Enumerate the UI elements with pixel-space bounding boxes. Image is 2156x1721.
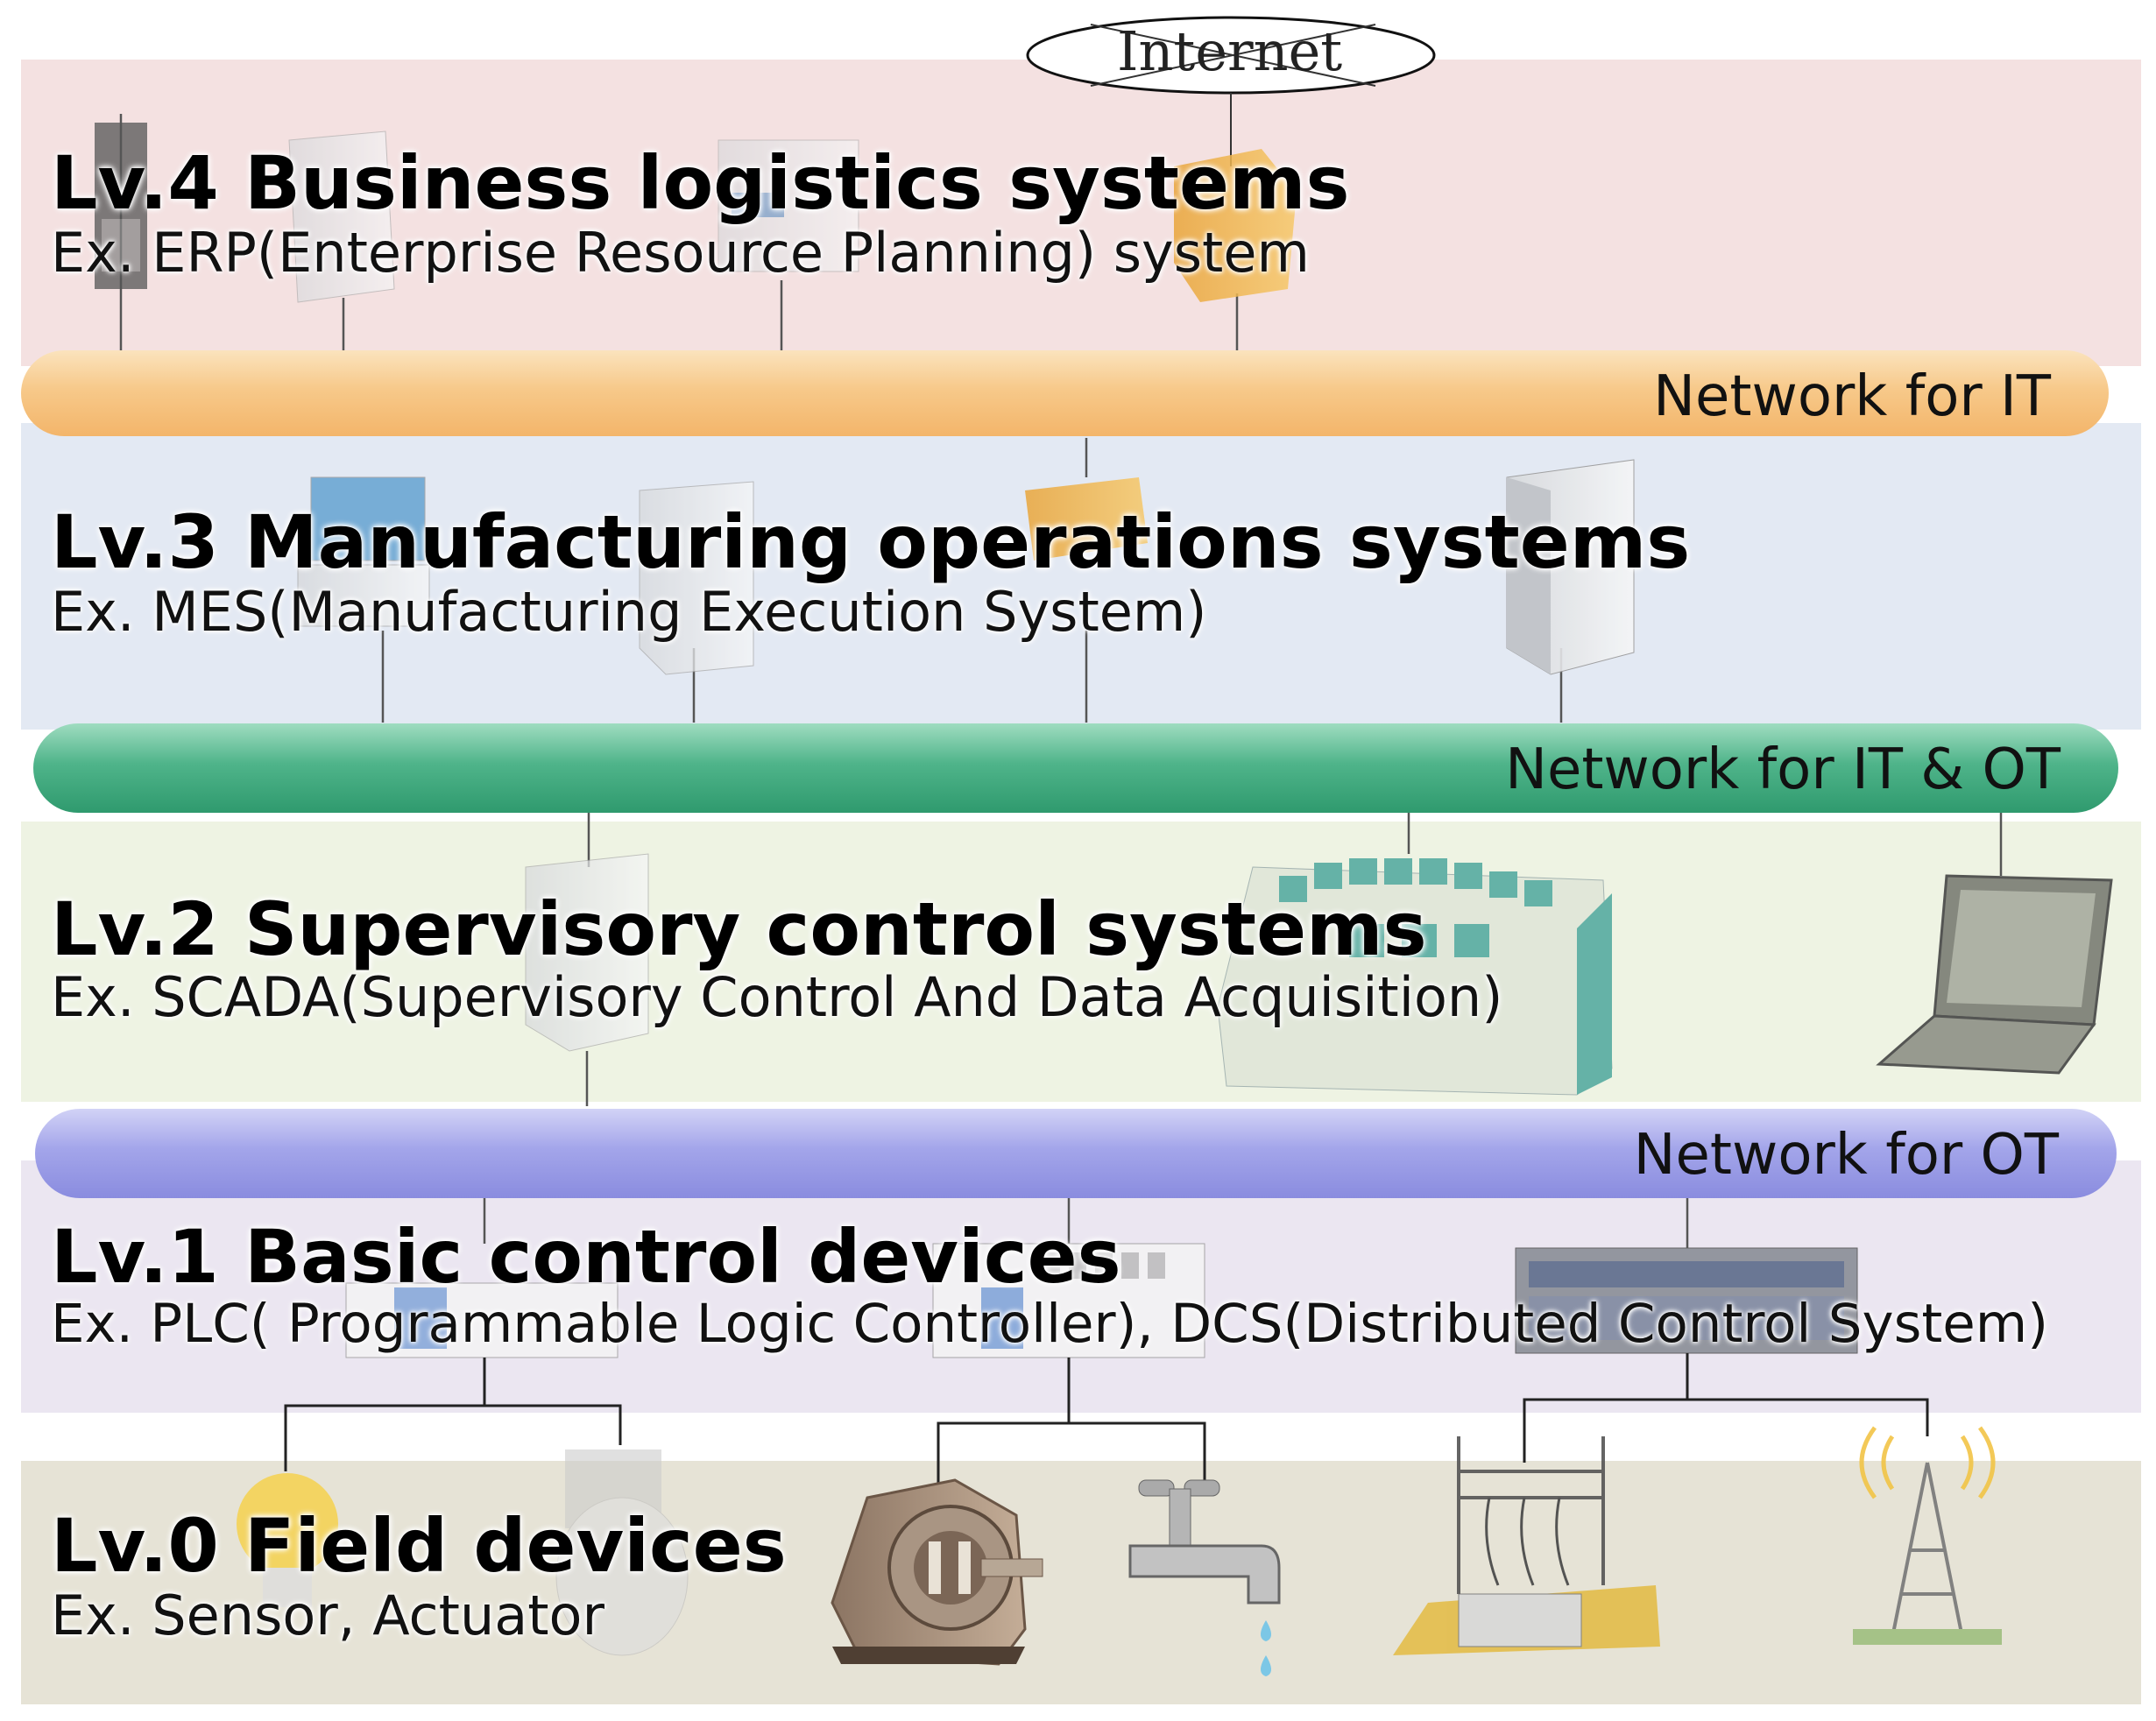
lv1-title: Lv.1 Basic control devices xyxy=(51,1214,1121,1300)
network-ot-pipe: Network for OT xyxy=(35,1109,2117,1198)
faucet-icon xyxy=(1128,1479,1281,1676)
antenna-tower-icon xyxy=(1853,1426,2002,1645)
lv2-control-panel-icon xyxy=(1217,858,1613,1096)
lv4-mainframe-icon xyxy=(717,139,859,272)
lv3-firewall-icon xyxy=(1025,477,1148,561)
lv2-server-icon xyxy=(525,853,649,1052)
internet-label: Internet xyxy=(1117,19,1343,83)
network-ot-label: Network for OT xyxy=(1633,1123,2059,1188)
lv4-title: Lv.4 Business logistics systems xyxy=(51,140,1350,226)
lv1-plc-icon xyxy=(345,1282,619,1358)
lv0-title: Lv.0 Field devices xyxy=(51,1503,787,1589)
lv2-example: Ex. SCADA(Supervisory Control And Data A… xyxy=(51,965,1503,1029)
network-it-ot-pipe: Network for IT & OT xyxy=(33,723,2118,813)
lv3-pc-icon xyxy=(297,476,430,627)
tank-icon xyxy=(555,1449,689,1656)
lv2-band xyxy=(21,822,2141,1102)
lv1-example: Ex. PLC( Programmable Logic Controller),… xyxy=(51,1293,2049,1355)
lv3-title: Lv.3 Manufacturing operations systems xyxy=(51,499,1691,585)
lv3-example: Ex. MES(Manufacturing Execution System) xyxy=(51,580,1207,644)
lv0-example: Ex. Sensor, Actuator xyxy=(51,1583,604,1647)
network-it-label: Network for IT xyxy=(1653,364,2051,429)
network-it-ot-label: Network for IT & OT xyxy=(1505,737,2061,802)
lv2-title: Lv.2 Supervisory control systems xyxy=(51,886,1427,972)
lv1-plc-icon xyxy=(932,1243,1205,1358)
lv0-band xyxy=(21,1461,2141,1704)
motor-icon xyxy=(831,1478,1043,1666)
lv4-server-icon xyxy=(95,123,147,289)
lv3-server-icon xyxy=(639,481,754,675)
lv4-firewall-icon xyxy=(1174,149,1297,302)
substation-icon xyxy=(1393,1436,1660,1655)
lv4-example: Ex. ERP(Enterprise Resource Planning) sy… xyxy=(51,221,1310,285)
lv1-dcs-rack-icon xyxy=(1515,1247,1858,1354)
internet-cloud-icon xyxy=(1026,16,1436,166)
lv2-laptop-icon xyxy=(1876,874,2113,1075)
light-bulb-icon xyxy=(237,1473,338,1607)
network-it-pipe: Network for IT xyxy=(21,350,2109,436)
lv3-server-tower-icon xyxy=(1506,459,1635,675)
lv4-pc-icon xyxy=(288,130,395,303)
